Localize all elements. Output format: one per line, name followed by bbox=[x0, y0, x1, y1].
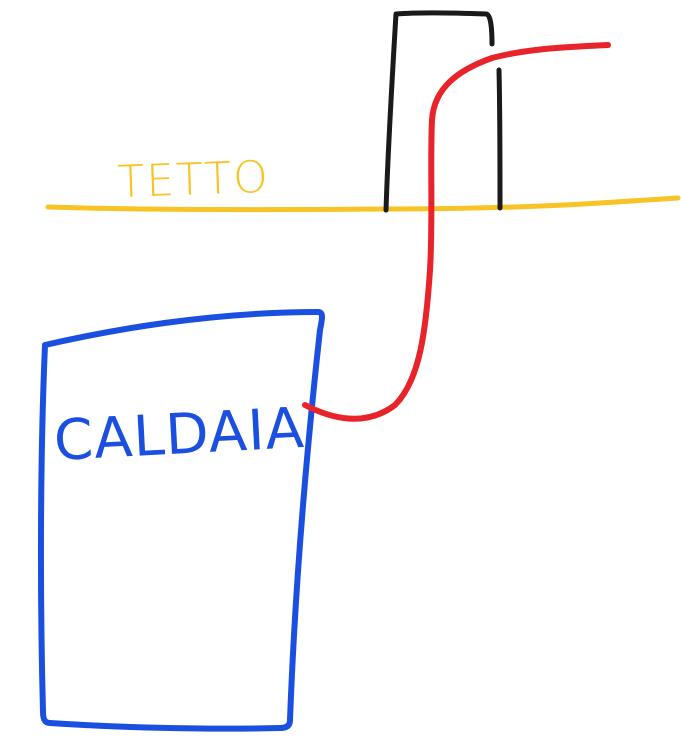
chimney-outline bbox=[383, 10, 495, 213]
boiler-label: CALDAIA bbox=[52, 396, 306, 474]
boiler-outline bbox=[37, 309, 325, 732]
flue-pipe bbox=[302, 42, 611, 422]
roof-label: TETTO bbox=[117, 152, 271, 208]
chimney-right-wall bbox=[496, 67, 503, 211]
roof-line bbox=[45, 195, 681, 213]
